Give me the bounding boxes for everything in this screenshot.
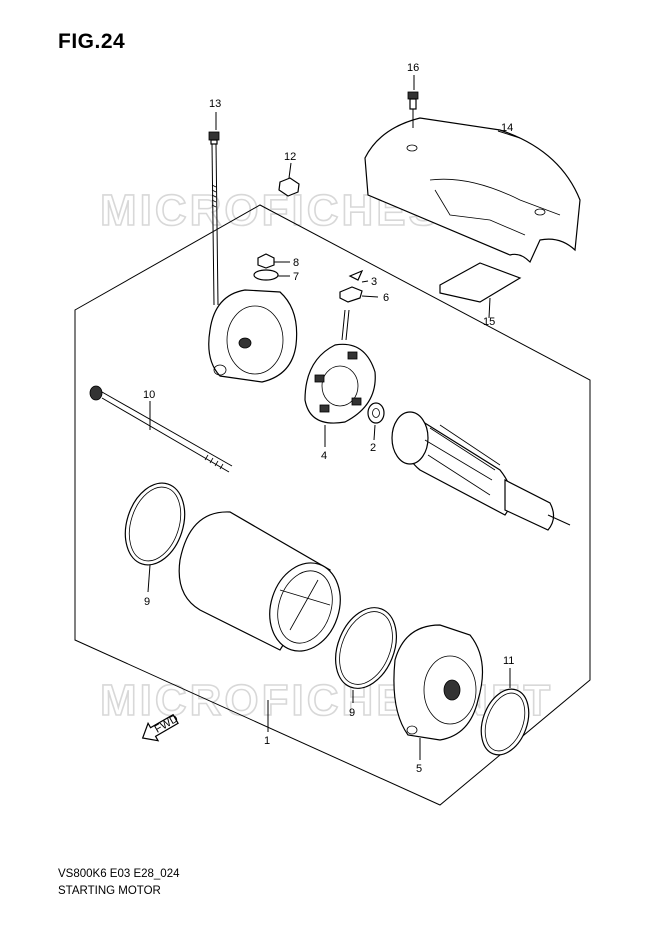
part-4-brush-holder xyxy=(304,309,376,424)
part-7-washer xyxy=(253,269,279,281)
callout-10: 10 xyxy=(143,389,155,401)
callout-7: 7 xyxy=(293,271,299,283)
part-2-washer xyxy=(367,402,385,424)
rear-end-cover xyxy=(208,289,298,383)
part-14-cover xyxy=(364,117,581,264)
callout-13: 13 xyxy=(209,98,221,110)
callout-3: 3 xyxy=(371,276,377,288)
leader-lines xyxy=(147,75,521,760)
part-6-bracket xyxy=(339,286,363,303)
callout-14: 14 xyxy=(501,122,513,134)
callout-11: 11 xyxy=(503,655,514,667)
armature xyxy=(391,411,571,531)
callout-12: 12 xyxy=(284,151,296,163)
callout-9-right: 9 xyxy=(349,707,355,719)
part-10-bolt xyxy=(89,385,233,473)
callout-8: 8 xyxy=(293,257,299,269)
figure-title: FIG.24 xyxy=(58,30,126,53)
part-3-clip xyxy=(348,269,364,281)
callout-4: 4 xyxy=(321,450,327,462)
part-12-nut xyxy=(278,177,300,197)
callout-15: 15 xyxy=(483,316,495,328)
part-15-pad xyxy=(439,262,522,303)
part-16-bolt xyxy=(407,91,419,128)
model-code: VS800K6 E03 E28_024 xyxy=(58,868,180,880)
part-13-bolt xyxy=(208,131,220,306)
callout-6: 6 xyxy=(383,292,389,304)
callout-9-left: 9 xyxy=(144,596,150,608)
part-5-front-cover xyxy=(393,624,484,741)
part-9-o-ring-right xyxy=(335,607,397,689)
assembly-outline xyxy=(74,204,591,806)
callout-16: 16 xyxy=(407,62,419,74)
part-9-o-ring-left xyxy=(124,482,186,566)
callout-1: 1 xyxy=(264,735,270,747)
callout-2: 2 xyxy=(370,442,376,454)
part-8-nut xyxy=(257,253,275,269)
part-1-yoke-housing xyxy=(178,511,341,652)
callout-5: 5 xyxy=(416,763,422,775)
figure-description: STARTING MOTOR xyxy=(58,885,161,897)
